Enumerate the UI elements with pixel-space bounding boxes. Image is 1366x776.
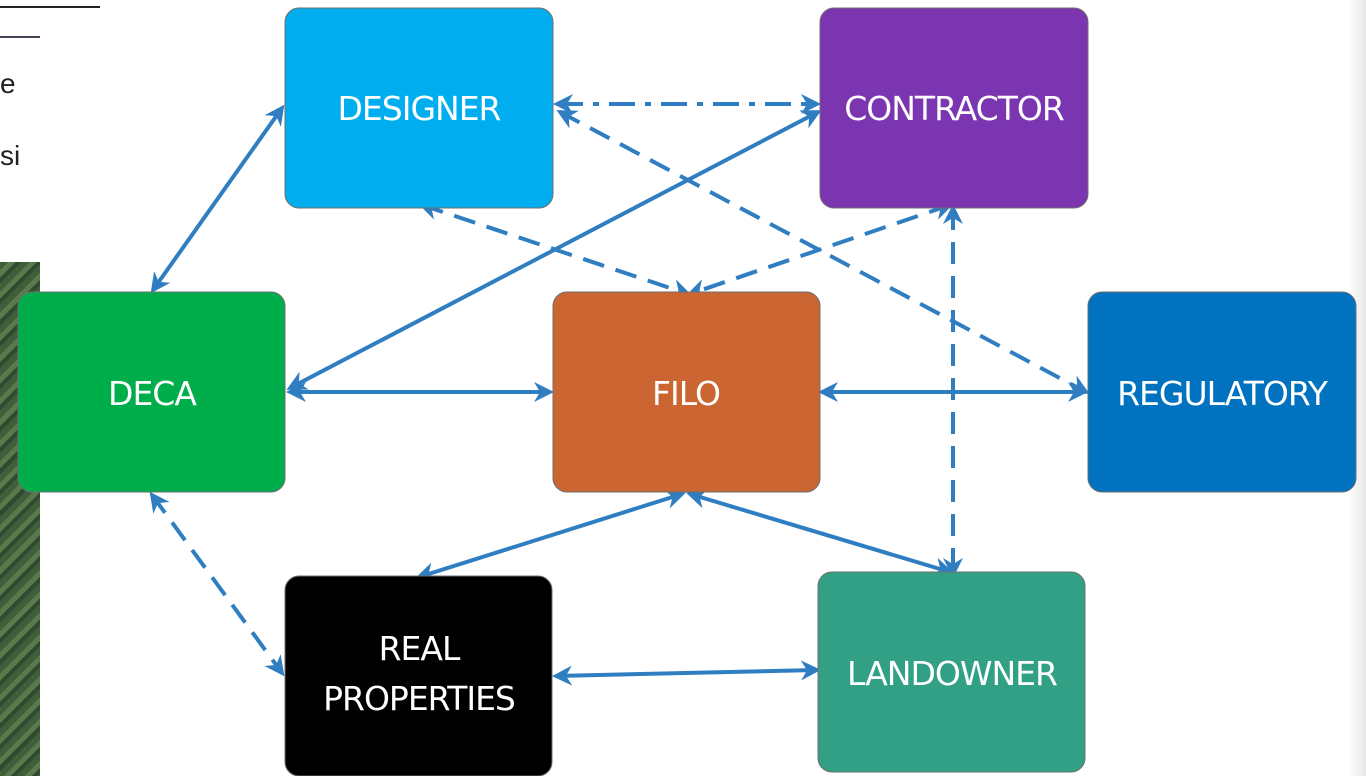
node-filo-box xyxy=(552,291,821,493)
node-filo-label: FILO xyxy=(652,374,720,413)
node-contractor-box xyxy=(819,7,1089,209)
node-filo: FILO xyxy=(552,291,821,493)
background-document: e si xyxy=(0,0,140,262)
node-landowner-label: LANDOWNER xyxy=(847,654,1057,693)
link-contractor-filo xyxy=(686,200,954,299)
link-designer-filo xyxy=(418,200,692,299)
link-filo-landowner xyxy=(686,489,954,577)
link-deca-designer xyxy=(150,104,285,294)
page-edge-shadow xyxy=(1348,0,1366,776)
node-real-properties-label-line1: REAL xyxy=(379,629,461,668)
link-real-properties-landowner xyxy=(552,660,821,686)
node-designer-box xyxy=(284,7,554,209)
document-rule xyxy=(0,36,40,38)
node-landowner-box xyxy=(817,571,1086,773)
document-text-fragment: si xyxy=(0,140,21,171)
node-landowner: LANDOWNER xyxy=(817,571,1086,773)
node-real-properties-label-line2: PROPERTIES xyxy=(323,679,515,718)
node-deca: DECA xyxy=(17,291,286,493)
document-text-fragment: e xyxy=(0,68,16,99)
link-designer-regulatory xyxy=(556,110,1090,394)
connector-group xyxy=(149,94,1090,686)
node-real-properties-box xyxy=(284,575,553,776)
node-contractor: CONTRACTOR xyxy=(819,7,1089,209)
link-deca-real-properties xyxy=(149,491,285,677)
node-contractor-label: CONTRACTOR xyxy=(844,89,1064,128)
link-filo-real-properties xyxy=(415,489,686,582)
node-regulatory: REGULATORY xyxy=(1087,291,1357,493)
node-deca-label: DECA xyxy=(108,374,197,413)
node-deca-box xyxy=(17,291,286,493)
document-rule xyxy=(0,6,100,8)
node-designer-label: DESIGNER xyxy=(338,89,501,128)
node-designer: DESIGNER xyxy=(284,7,554,209)
node-regulatory-label: REGULATORY xyxy=(1117,374,1329,413)
node-real-properties: REAL PROPERTIES xyxy=(284,575,553,776)
node-regulatory-box xyxy=(1087,291,1357,493)
